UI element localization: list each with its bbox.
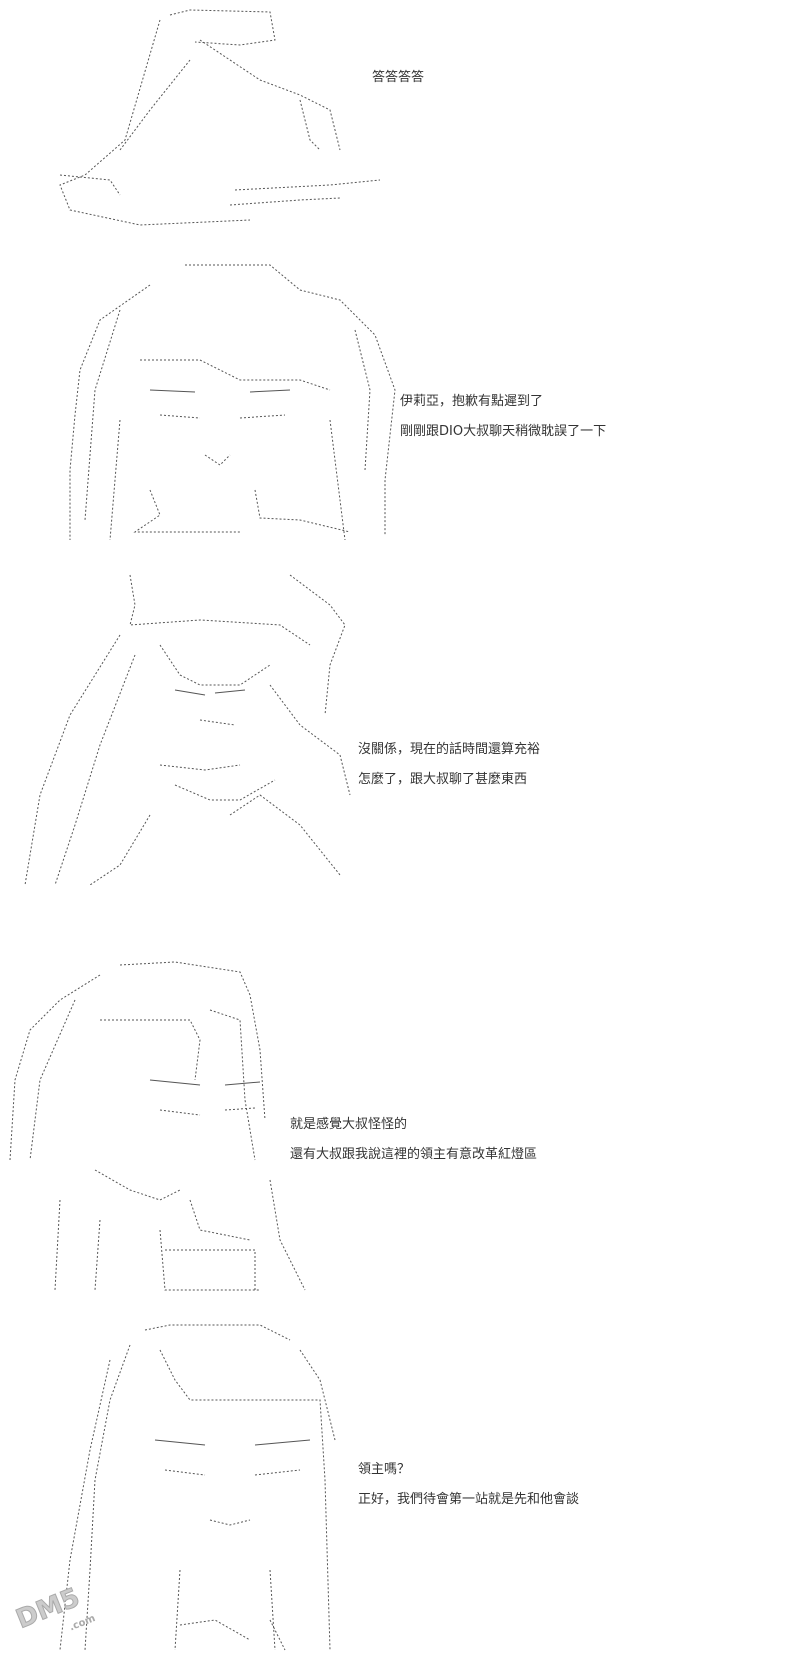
panel-4: 就是感覺大叔怪怪的 還有大叔跟我說這裡的領主有意改革紅燈區 xyxy=(0,960,800,1305)
panel-2: 伊莉亞，抱歉有點遲到了 剛剛跟DIO大叔聊天稍微耽誤了一下 xyxy=(0,240,800,560)
panel-3-ascii-art xyxy=(24,574,351,885)
panel-5: 領主嗎？ 正好，我們待會第一站就是先和他會談 xyxy=(0,1320,800,1665)
panel-1-ascii-art xyxy=(59,9,381,226)
dialogue-line: 伊莉亞，抱歉有點遲到了 xyxy=(400,394,544,409)
panel-4-ascii-art xyxy=(9,961,306,1291)
dm5-watermark-logo: DM5 .com xyxy=(14,1585,97,1635)
panel-1: 答答答答 xyxy=(0,0,800,235)
dialogue-box: 就是感覺大叔怪怪的 還有大叔跟我說這裡的領主有意改革紅燈區 xyxy=(290,1110,537,1170)
dialogue-box: 領主嗎？ 正好，我們待會第一站就是先和他會談 xyxy=(358,1455,579,1515)
dialogue-line: 領主嗎？ xyxy=(358,1462,411,1477)
dialogue-box: 伊莉亞，抱歉有點遲到了 剛剛跟DIO大叔聊天稍微耽誤了一下 xyxy=(400,387,606,447)
sound-effect-text: 答答答答 xyxy=(372,70,425,85)
dialogue-line: 剛剛跟DIO大叔聊天稍微耽誤了一下 xyxy=(400,424,607,439)
panel-5-ascii-art xyxy=(59,1324,336,1651)
dialogue-box: 沒關係，現在的話時間還算充裕 怎麼了，跟大叔聊了甚麼東西 xyxy=(358,735,540,795)
panel-2-ascii-art xyxy=(69,264,396,541)
dialogue-line: 沒關係，現在的話時間還算充裕 xyxy=(358,742,541,757)
dialogue-line: 還有大叔跟我說這裡的領主有意改革紅燈區 xyxy=(290,1147,538,1162)
panel-3: 沒關係，現在的話時間還算充裕 怎麼了，跟大叔聊了甚麼東西 xyxy=(0,565,800,885)
dialogue-line: 正好，我們待會第一站就是先和他會談 xyxy=(358,1492,580,1507)
dialogue-line: 怎麼了，跟大叔聊了甚麼東西 xyxy=(358,772,528,787)
watermark-sub: .com xyxy=(68,1613,97,1633)
dialogue-line: 就是感覺大叔怪怪的 xyxy=(290,1117,408,1132)
